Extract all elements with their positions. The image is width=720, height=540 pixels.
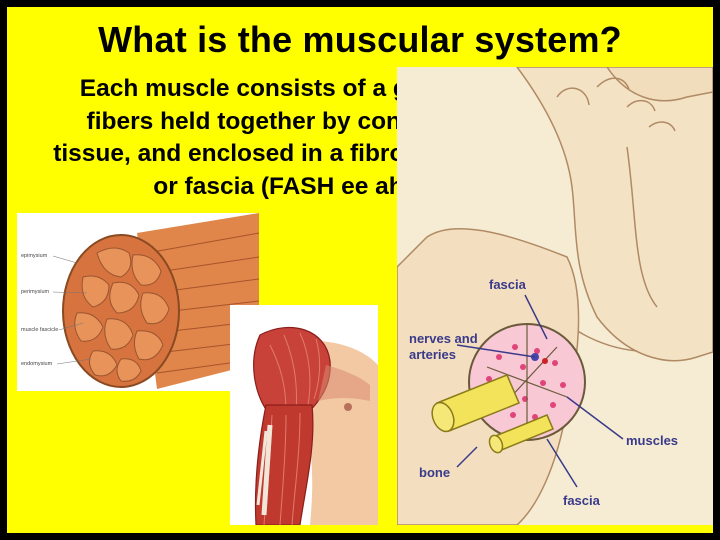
fascia-bottom-label: fascia bbox=[563, 493, 601, 508]
bone-shape bbox=[431, 374, 554, 454]
foot-illustration-svg: fascia nerves and arteries muscles bone … bbox=[397, 67, 713, 525]
slide-frame: What is the muscular system? Each muscle… bbox=[7, 7, 713, 533]
fascia-top-label: fascia bbox=[489, 277, 527, 292]
bundle-label-fascicle: muscle fascicle bbox=[21, 327, 58, 333]
foot-fascia-illustration: fascia nerves and arteries muscles bone … bbox=[397, 67, 713, 525]
nerves-label-line2: arteries bbox=[409, 347, 456, 362]
bundle-label-perimysium: perimysium bbox=[21, 289, 50, 295]
arm-muscle-illustration bbox=[230, 305, 378, 525]
arm-muscle-svg bbox=[230, 305, 378, 525]
body-line-4: or fascia (FASH ee ah). bbox=[153, 172, 419, 200]
muscle-bundle-svg: epimysium perimysium muscle fascicle end… bbox=[17, 213, 259, 391]
muscles-label: muscles bbox=[626, 433, 678, 448]
muscle-bundle-illustration: epimysium perimysium muscle fascicle end… bbox=[17, 213, 259, 391]
bundle-label-endomysium: endomysium bbox=[21, 361, 53, 367]
bone-label: bone bbox=[419, 465, 450, 480]
bundle-label-epimysium: epimysium bbox=[21, 253, 48, 259]
slide-title: What is the muscular system? bbox=[98, 19, 622, 60]
nerves-label-line1: nerves and bbox=[409, 331, 478, 346]
